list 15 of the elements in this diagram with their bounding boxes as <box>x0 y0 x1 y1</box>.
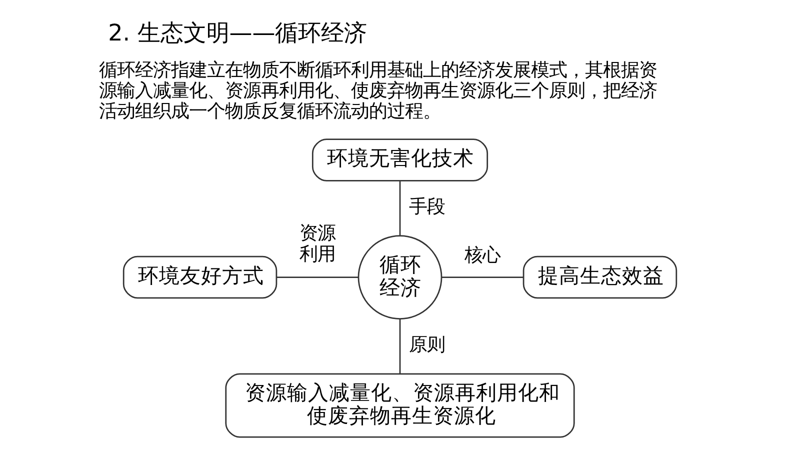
edge-label: 手段 <box>409 196 446 218</box>
connector <box>442 276 524 278</box>
diagram-title: 2. 生态文明——循环经济 <box>108 20 368 46</box>
edge-label: 核心 <box>464 244 501 266</box>
node-box: 环境友好方式 <box>122 256 278 299</box>
connector <box>399 181 401 236</box>
connector <box>399 318 401 374</box>
node-box: 提高生态效益 <box>522 256 678 299</box>
edge-label: 资源利用 <box>300 223 336 265</box>
node-box: 资源输入减量化、资源再利用化和使废弃物再生资源化 <box>225 373 575 438</box>
connector <box>276 276 358 278</box>
node-circle: 循环经济 <box>358 235 442 320</box>
edge-label: 原则 <box>409 334 446 356</box>
label: 循环经济指建立在物质不断循环利用基础上的经济发展模式，其根据资源输入减量化、资源再利用化、使废弃物再生资源化三个原则，把经济活动组织成一个物质反复循环流动的过程。 <box>98 60 657 122</box>
node-box: 环境无害化技术 <box>312 138 488 182</box>
